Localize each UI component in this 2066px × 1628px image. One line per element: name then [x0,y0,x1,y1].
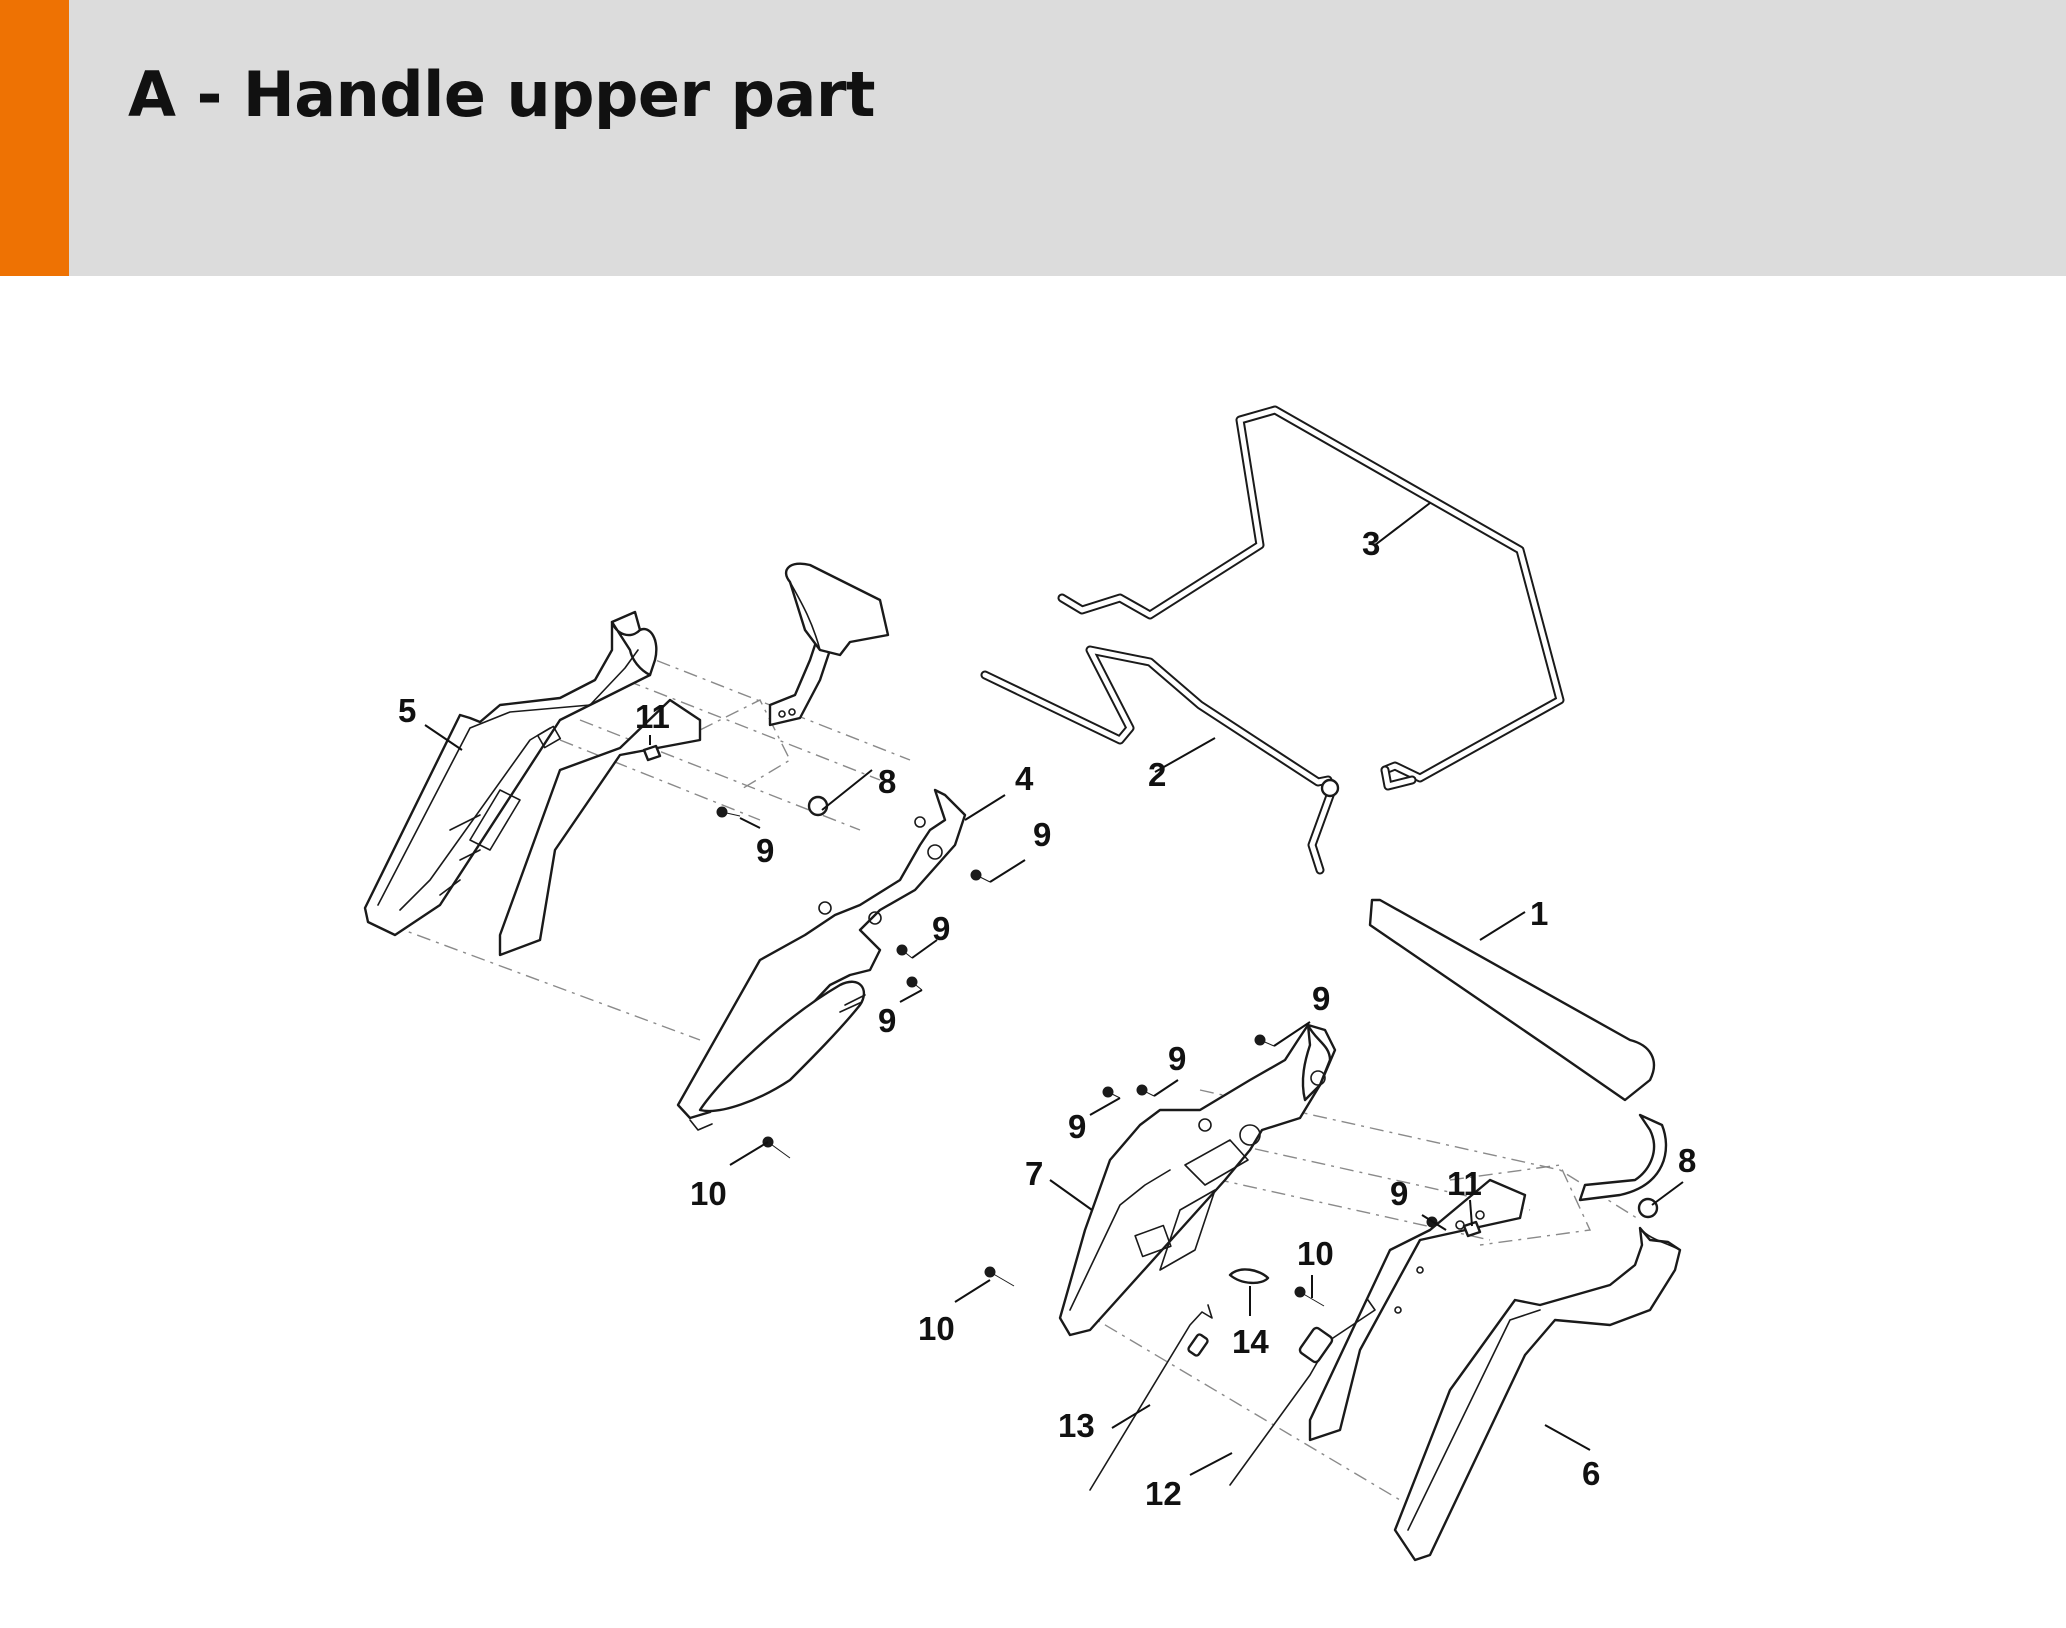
callout-9f: 9 [1168,1040,1186,1077]
part-14-clip [1228,1268,1270,1285]
callout-8a: 8 [878,763,896,800]
callout-9d: 9 [878,1002,896,1039]
part-2-control-rod [980,645,1340,875]
callout-9a: 9 [756,832,774,869]
callout-4: 4 [1015,760,1034,797]
accent-stripe [0,0,69,276]
callout-7: 7 [1025,1155,1043,1192]
cables [1089,1268,1376,1491]
callout-9c: 9 [932,910,950,947]
callout-12: 12 [1145,1475,1182,1512]
callout-9g: 9 [1068,1108,1086,1145]
callout-2: 2 [1148,756,1166,793]
callout-13: 13 [1058,1407,1095,1444]
callout-6: 6 [1582,1455,1600,1492]
callout-8b: 8 [1678,1142,1696,1179]
callout-5: 5 [398,692,416,729]
part-6-right-outer-cover [1393,1226,1682,1562]
callout-labels: 1 2 3 4 5 6 7 8 8 9 9 9 9 9 9 9 9 9 10 1… [398,525,1696,1512]
part-7-right-bracket [1058,1023,1337,1337]
callout-9h: 9 [1390,1175,1408,1212]
callout-9e: 9 [1312,980,1330,1017]
callout-10a: 10 [690,1175,727,1212]
left-handle-stub [768,562,890,727]
right-inner-rail [1308,1178,1527,1442]
callout-11a: 11 [635,698,670,735]
leader-lines [424,502,1684,1476]
callout-11b: 11 [1447,1165,1482,1202]
part-3-bail-rod [1057,405,1565,791]
callout-3: 3 [1362,525,1380,562]
header-bar: A - Handle upper part [0,0,2066,276]
part-5-left-outer-cover [363,610,658,937]
page-title: A - Handle upper part [128,58,876,131]
callout-10c: 10 [1297,1235,1334,1272]
callout-9b: 9 [1033,816,1051,853]
part-4-left-handle-bracket [498,698,967,1131]
part-1-right-handle-bar [1368,898,1668,1202]
callout-10b: 10 [918,1310,955,1347]
callout-14: 14 [1232,1323,1269,1360]
callout-1: 1 [1530,895,1548,932]
